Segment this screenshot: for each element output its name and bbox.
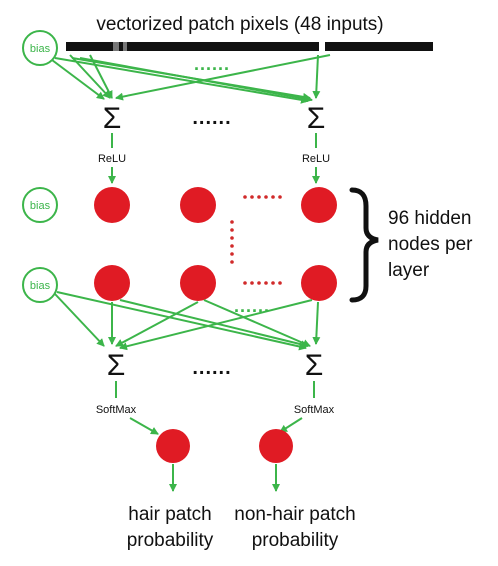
sum-ellipsis-2: ...... — [192, 357, 231, 379]
hidden-node-1-1 — [94, 187, 130, 223]
output-node-non-hair — [259, 429, 293, 463]
output-label-non-hair-line-1: non-hair patch — [234, 504, 355, 525]
bias-node-hidden-1: bias — [22, 187, 58, 223]
svg-text:bias: bias — [30, 200, 51, 212]
relu-label-right: ReLU — [302, 153, 330, 165]
hidden-node-2-2 — [180, 265, 216, 301]
bias-node-input: bias — [22, 30, 58, 66]
input-pixel-bar — [66, 42, 433, 51]
bias-node-hidden-2: bias — [22, 267, 58, 303]
softmax-label-right: SoftMax — [294, 404, 335, 416]
svg-text:bias: bias — [30, 280, 51, 292]
relu-label-left: ReLU — [98, 153, 126, 165]
output-label-non-hair-line-2: probability — [252, 530, 339, 551]
brace-label-line-1: 96 hidden — [388, 208, 471, 229]
brace-label-line-2: nodes per — [388, 234, 473, 255]
hidden-node-1-3 — [301, 187, 337, 223]
input-ellipsis: ...... — [194, 54, 230, 74]
layer-brace — [349, 187, 379, 303]
hidden-node-2-3 — [301, 265, 337, 301]
brace-label-line-3: layer — [388, 260, 430, 281]
hidden-node-1-2 — [180, 187, 216, 223]
sum-node-right-2: Σ — [305, 349, 324, 382]
hidden-connections — [54, 291, 321, 351]
hidden-node-2-1 — [94, 265, 130, 301]
hidden-ellipsis — [230, 195, 282, 285]
hidden-connections-ellipsis: ...... — [234, 296, 270, 316]
output-label-hair-line-2: probability — [127, 530, 214, 551]
softmax-label-left: SoftMax — [96, 404, 137, 416]
input-connections — [51, 54, 331, 104]
output-label-hair-line-1: hair patch — [128, 504, 211, 525]
sum-node-left-1: Σ — [103, 102, 122, 135]
diagram-title: vectorized patch pixels (48 inputs) — [96, 14, 383, 35]
sum-ellipsis-1: ...... — [192, 107, 231, 129]
output-node-hair — [156, 429, 190, 463]
sum-node-left-2: Σ — [107, 349, 126, 382]
sum-node-right-1: Σ — [307, 102, 326, 135]
svg-text:bias: bias — [30, 43, 51, 55]
